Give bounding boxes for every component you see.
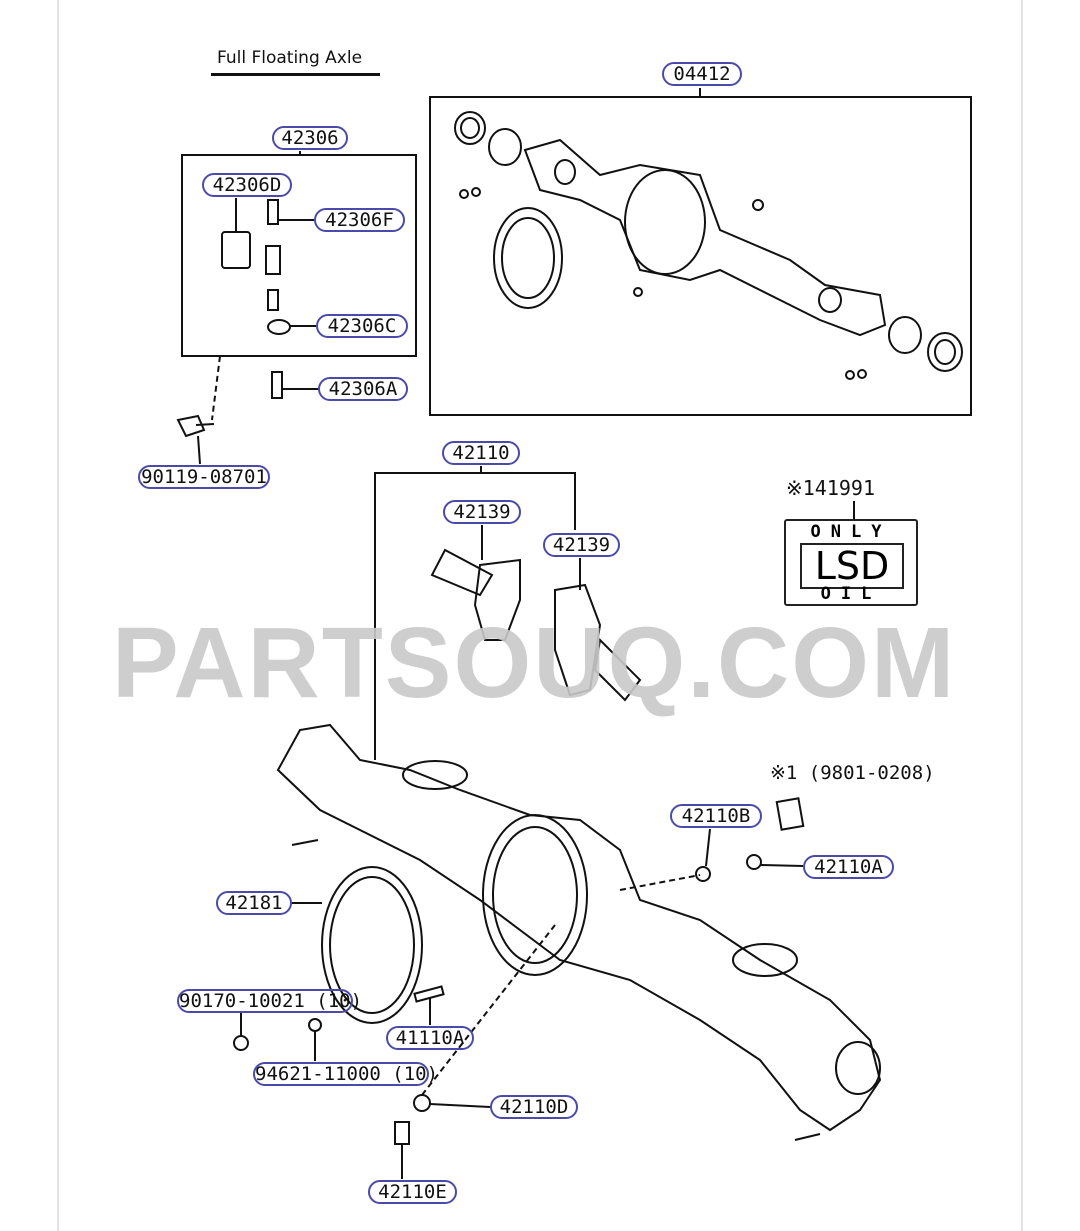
group-box-04412 [429,96,972,416]
part-label-42306D[interactable]: 42306D [202,173,292,197]
lsd-oil-plate: ONLY LSD OIL [784,519,918,606]
part-label-42110A[interactable]: 42110A [803,855,894,879]
plate-reference: ※141991 [786,476,876,500]
part-label-42306C[interactable]: 42306C [316,314,408,338]
breather-parts [176,198,318,465]
title-underline [211,73,380,76]
part-label-42306F[interactable]: 42306F [314,208,405,232]
diagram-title: Full Floating Axle [217,48,363,68]
cover-gasket-42181 [321,866,423,1024]
vents-42139 [430,548,642,702]
part-label-90119-08701[interactable]: 90119-08701 [138,465,270,489]
part-label-42139-right[interactable]: 42139 [543,533,620,557]
part-label-41110A[interactable]: 41110A [386,1026,474,1050]
lsd-plate-middle: LSD [800,543,904,589]
part-label-42110D[interactable]: 42110D [490,1095,578,1119]
page-edge-right [1021,0,1023,1231]
bracket-42110 [374,472,576,760]
part-label-90170-10021[interactable]: 90170-10021 (10) [177,989,363,1013]
date-note: ※1 (9801-0208) [770,762,935,784]
part-label-42110[interactable]: 42110 [442,441,520,465]
rear-axle-housing-42110 [276,723,882,1141]
lsd-plate-top: ONLY [810,522,892,542]
axle-housing-04412 [454,111,963,380]
part-label-04412[interactable]: 04412 [662,62,742,86]
part-label-42110B[interactable]: 42110B [670,804,762,828]
fasteners [233,501,855,1179]
lsd-plate-bottom: OIL [820,584,882,604]
part-label-42110E[interactable]: 42110E [368,1180,457,1204]
part-label-42306A[interactable]: 42306A [318,377,408,401]
part-label-42306[interactable]: 42306 [272,126,348,150]
part-label-42139-left[interactable]: 42139 [443,500,521,524]
part-label-42181[interactable]: 42181 [216,891,292,915]
watermark: PARTSOUQ.COM [112,607,957,719]
page-edge-left [57,0,59,1231]
part-label-94621-11000[interactable]: 94621-11000 (10) [253,1062,439,1086]
